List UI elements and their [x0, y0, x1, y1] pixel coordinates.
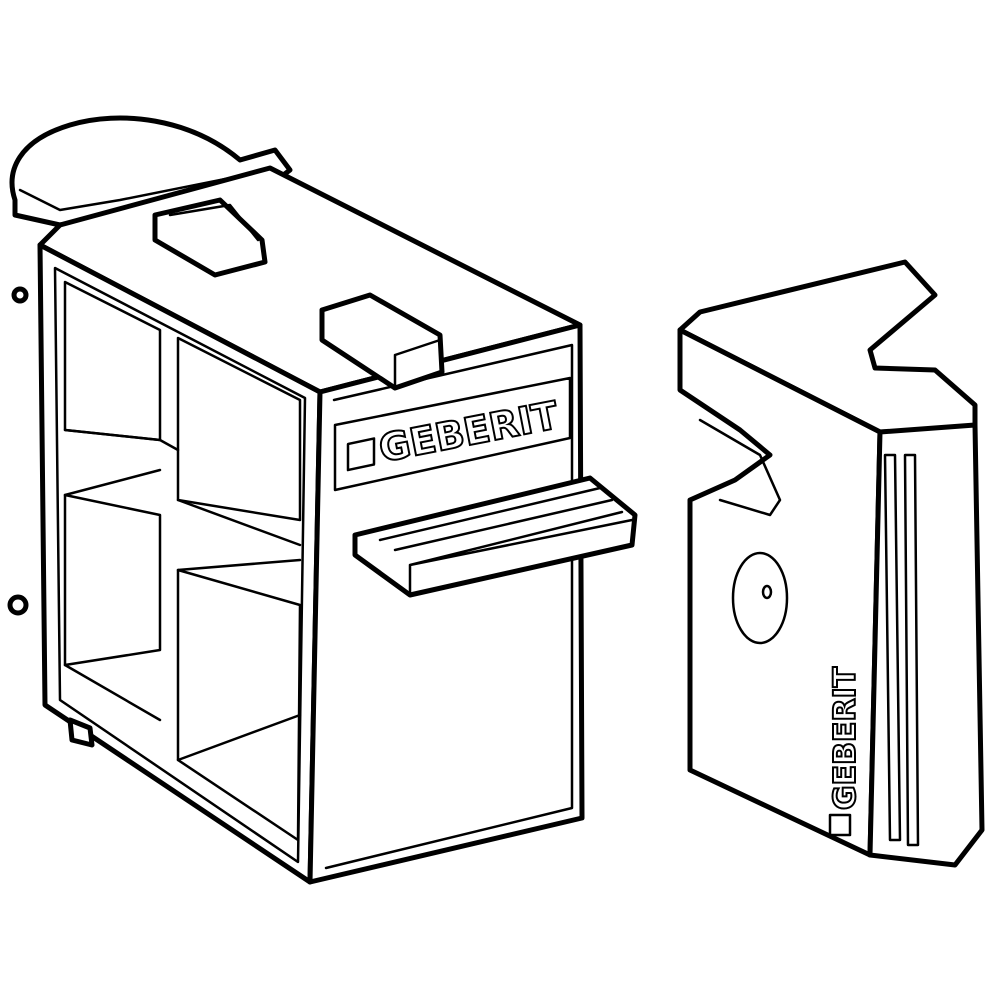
right-logo: GEBERIT: [828, 666, 863, 810]
mounting-box: GEBERIT: [7, 115, 638, 885]
logo-plate: [333, 376, 572, 492]
ridged-tab: [352, 475, 638, 598]
cover-part: GEBERIT: [677, 259, 985, 868]
logo-square: [346, 437, 376, 472]
knob: [7, 594, 29, 616]
clip-top-1: [152, 197, 268, 278]
cover-round-button: [731, 551, 789, 645]
logo-square: [828, 813, 852, 837]
grid-cell: [176, 336, 302, 522]
grid-cell: [176, 568, 302, 842]
lid-tab: [9, 115, 293, 228]
clip-top-2: [319, 292, 445, 391]
knob: [11, 286, 29, 304]
grid-cell: [63, 493, 162, 667]
